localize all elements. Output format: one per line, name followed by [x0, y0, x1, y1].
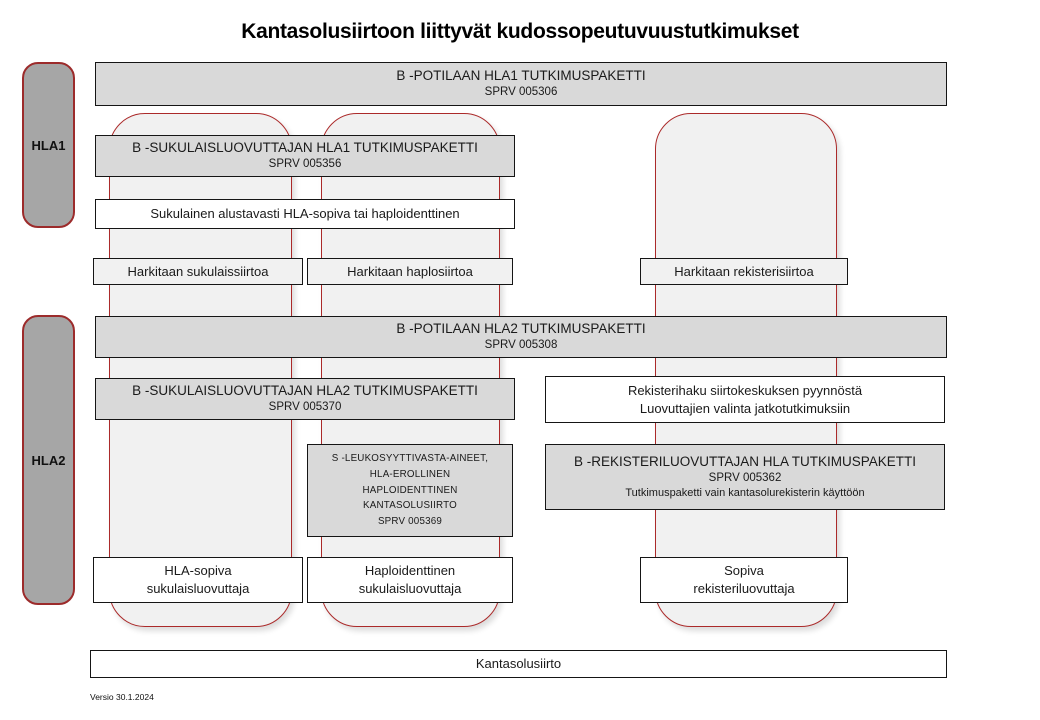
box-sukulainen-alustavasti: Sukulainen alustavasti HLA-sopiva tai ha… [95, 199, 515, 229]
box-line2: rekisteriluovuttaja [693, 581, 795, 596]
box-code: SPRV 005356 [268, 158, 342, 171]
box-line2: HLA-EROLLINEN [369, 468, 451, 480]
version-text: Versio 30.1.2024 [90, 692, 154, 702]
box-note: Tutkimuspaketti vain kantasolurekisterin… [625, 487, 865, 500]
box-title: B -SUKULAISLUOVUTTAJAN HLA1 TUTKIMUSPAKE… [132, 140, 478, 156]
box-sopiva-rekisteriluovuttaja: Sopiva rekisteriluovuttaja [640, 557, 848, 603]
box-harkitaan-rekisterisiirtoa: Harkitaan rekisterisiirtoa [640, 258, 848, 285]
box-sukulaisluovuttajan-hla2-tutkimuspaketti: B -SUKULAISLUOVUTTAJAN HLA2 TUTKIMUSPAKE… [95, 378, 515, 420]
box-title: B -REKISTERILUOVUTTAJAN HLA TUTKIMUSPAKE… [573, 453, 917, 469]
box-line1: S -LEUKOSYYTTIVASTA-AINEET, [331, 453, 489, 465]
box-s-leukosyyttivasta-aineet: S -LEUKOSYYTTIVASTA-AINEET, HLA-EROLLINE… [307, 444, 513, 537]
side-label-hla2: HLA2 [22, 315, 75, 605]
box-line3: HAPLOIDENTTINEN [362, 484, 458, 496]
box-title: Harkitaan sukulaissiirtoa [127, 263, 269, 279]
lane-rekisterisiirto [655, 113, 837, 627]
box-line1: HLA-sopiva [164, 563, 232, 579]
box-title: Harkitaan rekisterisiirtoa [674, 263, 814, 279]
box-potilaan-hla1-tutkimuspaketti: B -POTILAAN HLA1 TUTKIMUSPAKETTI SPRV 00… [95, 62, 947, 106]
box-title: Harkitaan haplosiirtoa [347, 263, 473, 279]
box-rekisteriluovuttajan-hla-tutkimuspaketti: B -REKISTERILUOVUTTAJAN HLA TUTKIMUSPAKE… [545, 444, 945, 510]
box-rekisterihaku: Rekisterihaku siirtokeskuksen pyynnöstä … [545, 376, 945, 423]
box-hla-sopiva-sukulaisluovuttaja: HLA-sopiva sukulaisluovuttaja [93, 557, 303, 603]
box-code: SPRV 005306 [484, 86, 558, 99]
box-line4: KANTASOLUSIIRTO [363, 500, 457, 512]
box-title: B -POTILAAN HLA2 TUTKIMUSPAKETTI [396, 321, 646, 337]
box-line1: Rekisterihaku siirtokeskuksen pyynnöstä [627, 382, 863, 398]
box-harkitaan-sukulaissiirtoa: Harkitaan sukulaissiirtoa [93, 258, 303, 285]
box-code: SPRV 005370 [268, 401, 342, 414]
side-label-hla1-text: HLA1 [31, 137, 66, 153]
box-kantasolusiirto: Kantasolusiirto [90, 650, 947, 678]
box-title: Kantasolusiirto [475, 656, 562, 672]
box-line1: Haploidenttinen [364, 563, 456, 579]
box-code: SPRV 005308 [484, 339, 558, 352]
side-label-hla1: HLA1 [22, 62, 75, 228]
lane-haplosiirto [321, 113, 500, 627]
box-title: B -POTILAAN HLA1 TUTKIMUSPAKETTI [396, 68, 646, 84]
page-title: Kantasolusiirtoon liittyvät kudossopeutu… [241, 20, 799, 43]
box-line5: SPRV 005369 [377, 516, 443, 527]
box-line2: Luovuttajien valinta jatkotutkimuksiin [639, 400, 851, 416]
box-sukulaisluovuttajan-hla1-tutkimuspaketti: B -SUKULAISLUOVUTTAJAN HLA1 TUTKIMUSPAKE… [95, 135, 515, 177]
box-title: B -SUKULAISLUOVUTTAJAN HLA2 TUTKIMUSPAKE… [132, 383, 478, 399]
box-title: Sukulainen alustavasti HLA-sopiva tai ha… [150, 206, 460, 222]
box-line1: Sopiva [724, 563, 764, 579]
box-line2: sukulaisluovuttaja [146, 581, 250, 596]
lane-sukulaissiirto [109, 113, 292, 627]
box-haploidenttinen-sukulaisluovuttaja: Haploidenttinen sukulaisluovuttaja [307, 557, 513, 603]
box-potilaan-hla2-tutkimuspaketti: B -POTILAAN HLA2 TUTKIMUSPAKETTI SPRV 00… [95, 316, 947, 358]
box-code: SPRV 005362 [708, 471, 782, 484]
side-label-hla2-text: HLA2 [31, 452, 66, 468]
box-line2: sukulaisluovuttaja [358, 581, 462, 596]
box-harkitaan-haplosiirtoa: Harkitaan haplosiirtoa [307, 258, 513, 285]
